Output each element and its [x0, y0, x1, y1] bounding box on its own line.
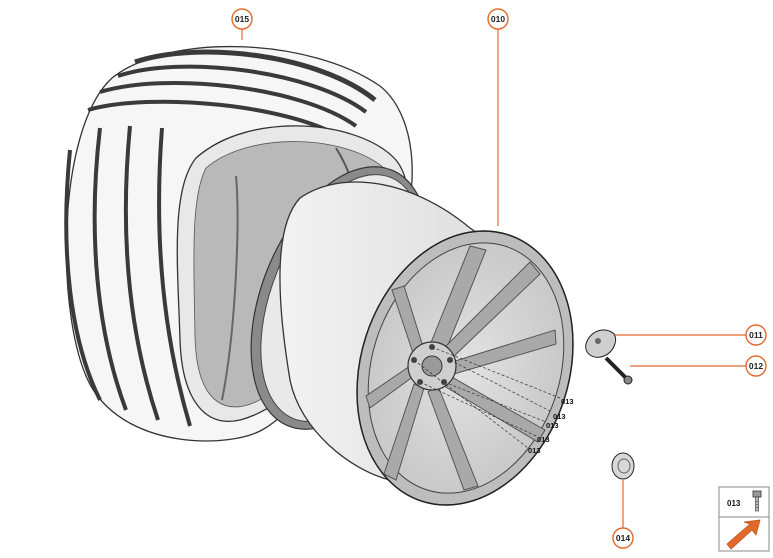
callout-015-label: 015: [235, 14, 249, 24]
bolt-leader-3: [443, 381, 547, 423]
callout-011-circle: [745, 324, 767, 346]
legend-box[interactable]: 013: [718, 486, 770, 552]
bolt-leader-2: [449, 359, 553, 413]
callout-010[interactable]: 010: [487, 8, 509, 30]
tpms-sensor[interactable]: [585, 329, 617, 358]
bolt-label-5[interactable]: 013: [528, 446, 541, 455]
valve-stem-body: [604, 356, 628, 380]
bolt-label-2[interactable]: 013: [553, 412, 566, 421]
callout-014[interactable]: 014: [612, 527, 634, 549]
tire-groove-5: [64, 149, 102, 401]
tpms-sensor-body: [585, 329, 617, 358]
legend-bolt-label: 013: [727, 499, 741, 508]
center-cap-body: [611, 452, 635, 480]
bolt-label-4[interactable]: 013: [537, 435, 550, 444]
tire-inner-rib: [221, 175, 239, 401]
center-cap[interactable]: [611, 452, 635, 480]
callout-011[interactable]: 011: [745, 324, 767, 346]
wheel-outer-edge: [356, 230, 574, 506]
callout-011-label: 011: [749, 330, 763, 340]
bolt-label-3[interactable]: 013: [546, 421, 559, 430]
callout-leaders: [241, 29, 746, 528]
bolt-label-1[interactable]: 013: [561, 397, 574, 406]
bolt-leader-4: [419, 381, 537, 437]
callout-015[interactable]: 015: [231, 8, 253, 30]
valve-stem-cap: [623, 375, 633, 385]
center-cap-logo: [617, 458, 631, 474]
bolt-leader-1: [431, 346, 561, 399]
tire-groove-3: [99, 80, 358, 128]
bolt-leaders: [413, 346, 561, 449]
callout-014-label: 014: [616, 533, 630, 543]
lug-bolt-icon: [752, 490, 762, 512]
callout-012-circle: [745, 355, 767, 377]
callout-010-label: 010: [491, 14, 505, 24]
callout-012[interactable]: 012: [745, 355, 767, 377]
legend-box-frame: [718, 486, 770, 552]
callout-012-label: 012: [749, 361, 763, 371]
callout-010-circle: [487, 8, 509, 30]
tire-groove-6: [92, 127, 128, 411]
callout-015-circle: [231, 8, 253, 30]
bolt-leader-5: [413, 359, 529, 449]
tire-groove-7: [123, 125, 160, 421]
valve-stem[interactable]: [604, 356, 633, 385]
tire-groove-1: [134, 49, 377, 102]
tire-groove-8: [157, 127, 192, 427]
orange-arrow-icon[interactable]: [726, 519, 761, 550]
tpms-sensor-port: [595, 338, 601, 344]
tire-groove-2: [117, 64, 368, 114]
callout-014-circle: [612, 527, 634, 549]
wheel-hub-center: [421, 355, 443, 377]
